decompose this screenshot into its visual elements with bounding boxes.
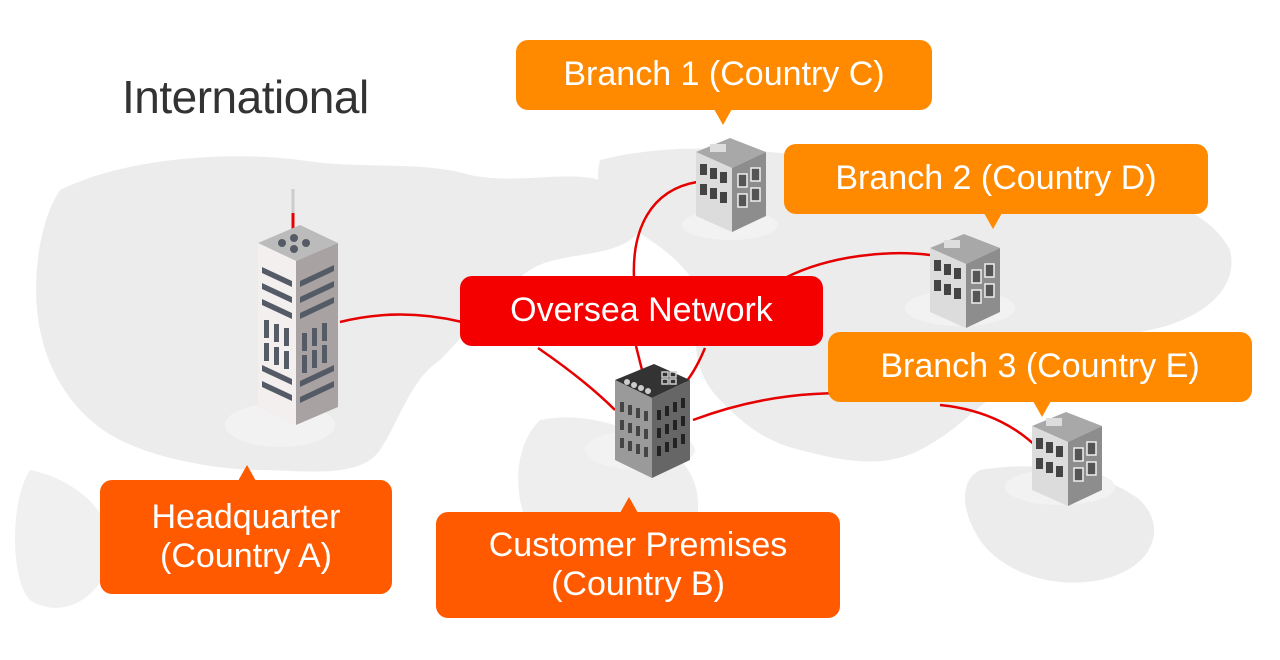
- link-branch3-end: [939, 403, 1041, 451]
- link-network-customer-top: [634, 345, 644, 371]
- customer-building-icon: [615, 364, 690, 478]
- link-hq-network: [339, 313, 463, 324]
- branch2-label: Branch 2 (Country D): [784, 144, 1208, 229]
- link-network-customer-left: [537, 346, 616, 411]
- branch2-label-text: Branch 2 (Country D): [835, 159, 1157, 198]
- link-branch2-network: [784, 251, 931, 280]
- oversea-network-label: Oversea Network: [460, 276, 823, 346]
- page-title: International: [122, 71, 369, 123]
- branch1-building-icon: [696, 138, 766, 232]
- branch3-label-text: Branch 3 (Country E): [880, 347, 1200, 386]
- branch1-label: Branch 1 (Country C): [516, 40, 932, 125]
- headquarter-label: Headquarter (Country A): [100, 465, 392, 594]
- headquarter-building-icon: [258, 189, 338, 425]
- branch3-building-icon: [1032, 412, 1102, 506]
- headquarter-label-line2: (Country A): [160, 537, 332, 575]
- customer-premises-label-line2: (Country B): [551, 565, 725, 603]
- link-branch1-network: [632, 180, 698, 279]
- customer-premises-label: Customer Premises (Country B): [436, 497, 840, 618]
- headquarter-label-line1: Headquarter: [151, 497, 341, 536]
- branch3-label: Branch 3 (Country E): [828, 332, 1252, 417]
- branch2-building-icon: [930, 234, 1000, 328]
- branch1-label-text: Branch 1 (Country C): [563, 55, 885, 94]
- customer-premises-label-line1: Customer Premises: [488, 525, 788, 564]
- oversea-network-label-text: Oversea Network: [510, 291, 773, 330]
